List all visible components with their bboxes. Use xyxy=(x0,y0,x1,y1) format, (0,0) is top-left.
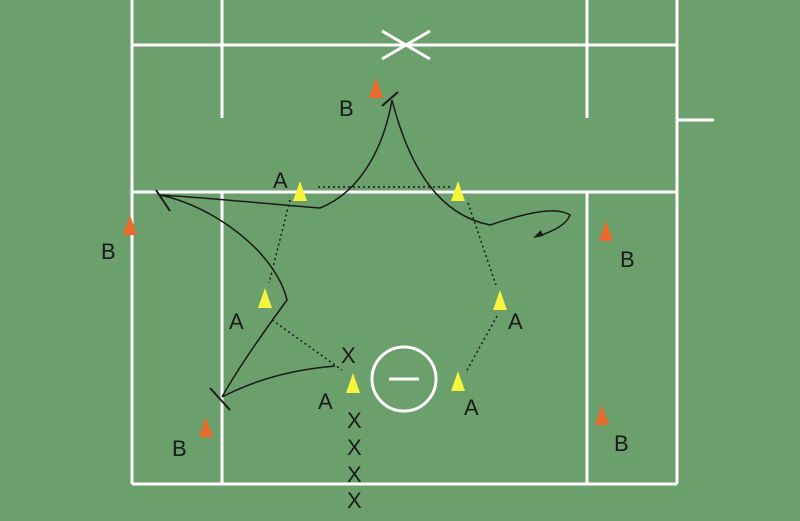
cone-a-icon xyxy=(346,373,360,393)
label-b: B xyxy=(172,436,187,461)
label-a: A xyxy=(229,309,244,334)
path-2 xyxy=(391,99,571,237)
path-3 xyxy=(159,194,288,398)
cone-a-icon xyxy=(258,288,272,308)
cone-a-icon xyxy=(451,371,465,391)
label-x: X xyxy=(341,343,356,368)
stick-mark-top xyxy=(381,91,399,107)
stick-marks xyxy=(155,91,399,411)
label-b: B xyxy=(101,239,116,264)
goal-crease xyxy=(370,345,438,413)
path-4 xyxy=(221,365,336,398)
label-x: X xyxy=(347,488,362,513)
movement-paths xyxy=(159,99,571,398)
cone-b-icon xyxy=(123,215,137,235)
cone-a-icon xyxy=(293,181,307,201)
label-b: B xyxy=(339,96,354,121)
path-1 xyxy=(159,99,393,209)
b-cones xyxy=(123,78,613,437)
label-a: A xyxy=(273,168,288,193)
cone-a-icon xyxy=(493,290,507,310)
label-a: A xyxy=(464,395,479,420)
label-a: A xyxy=(508,309,523,334)
label-b: B xyxy=(614,431,629,456)
cone-a-icon xyxy=(451,181,465,201)
arrowhead xyxy=(533,230,543,238)
label-x: X xyxy=(347,408,362,433)
label-x: X xyxy=(347,435,362,460)
cone-b-icon xyxy=(199,417,213,437)
label-b: B xyxy=(620,247,635,272)
stick-mark-bottom xyxy=(209,387,231,411)
center-x-mark-2 xyxy=(381,29,431,61)
a-cones xyxy=(258,181,507,393)
field-lines xyxy=(130,0,714,486)
cone-b-icon xyxy=(599,221,613,241)
label-a: A xyxy=(318,389,333,414)
label-x: X xyxy=(347,462,362,487)
cone-b-icon xyxy=(369,78,383,98)
cone-b-icon xyxy=(595,405,609,425)
stick-mark-left xyxy=(155,189,171,212)
